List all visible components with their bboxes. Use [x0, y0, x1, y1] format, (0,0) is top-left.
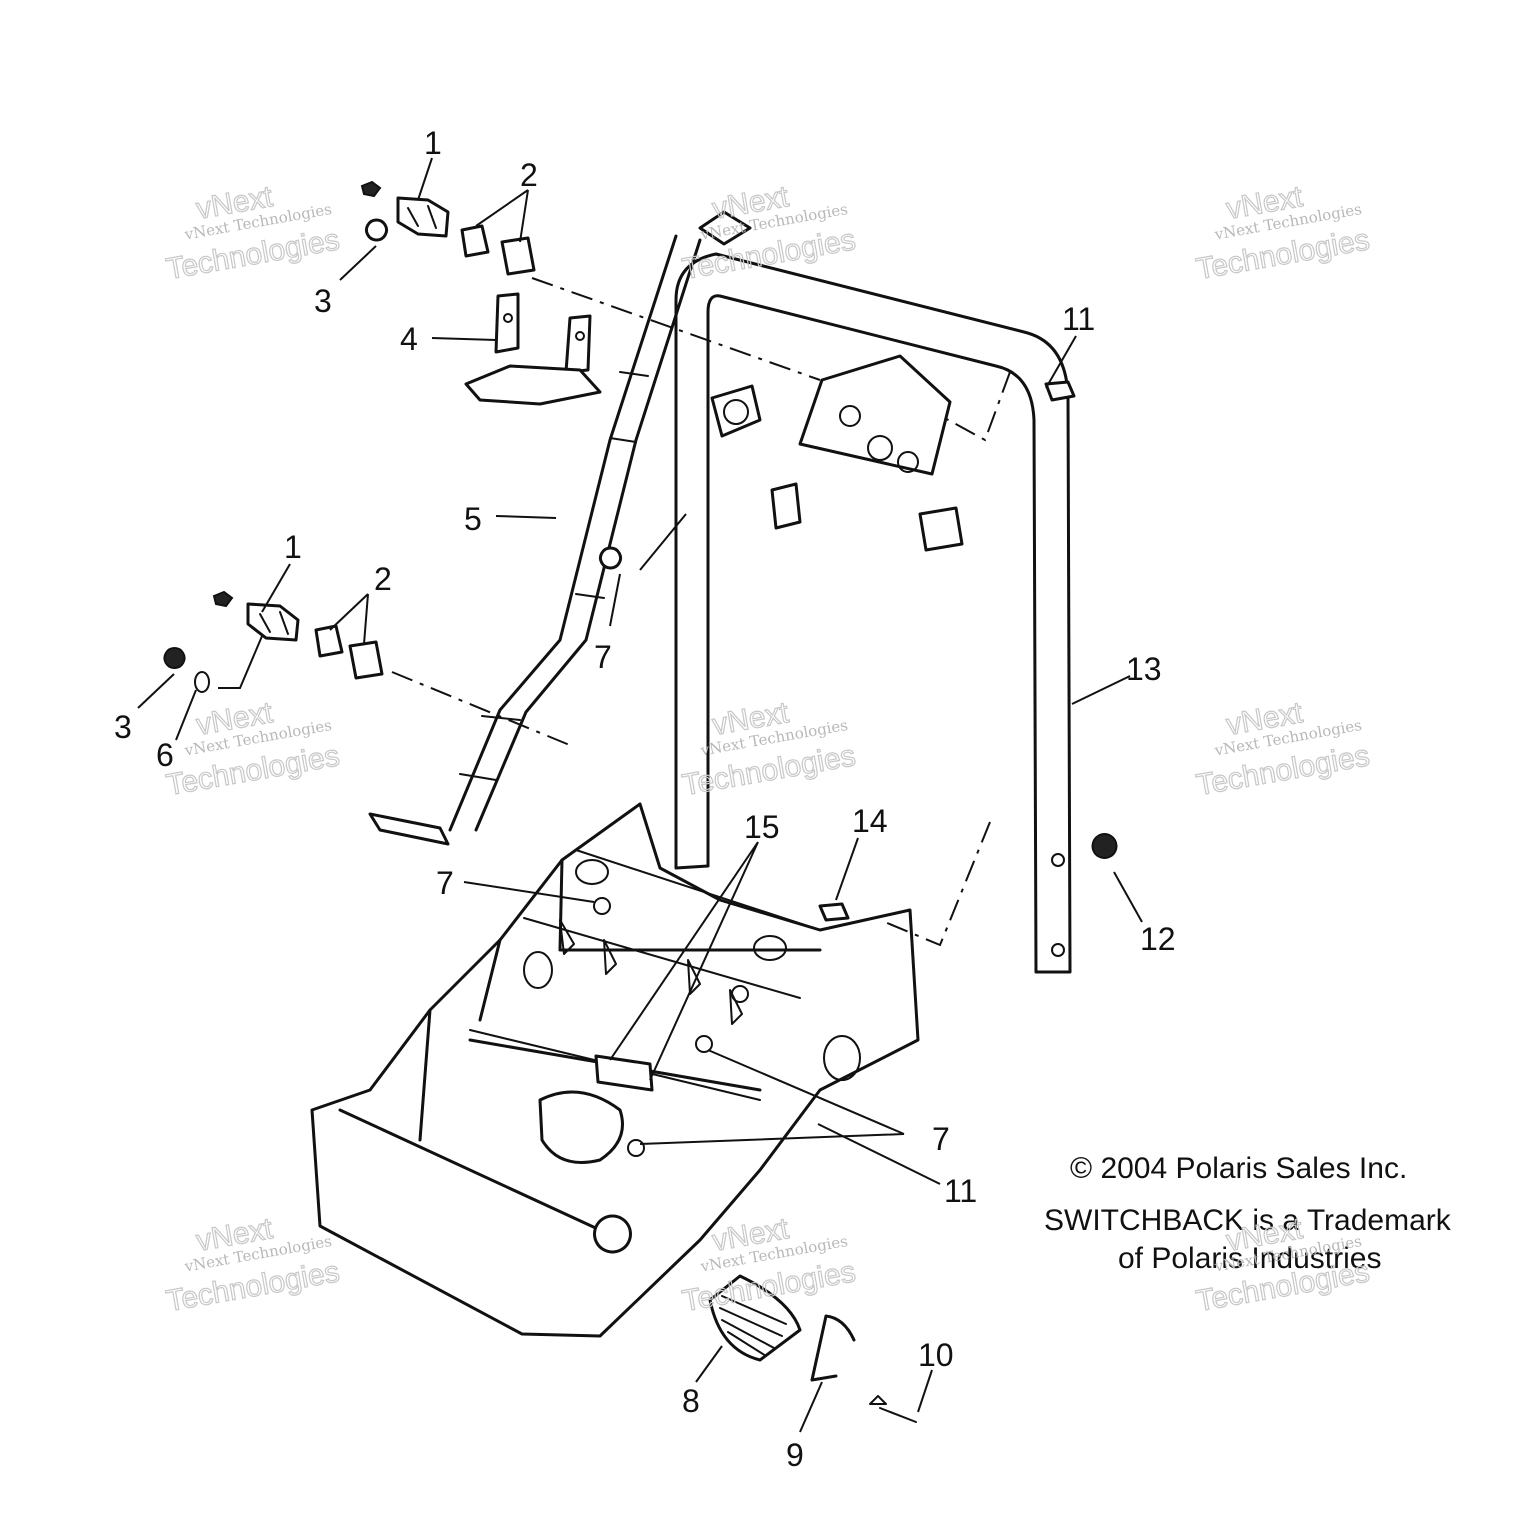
watermark-stamp: vNext vNext Technologies Technologies [679, 180, 858, 287]
callout-label: 14 [852, 803, 888, 839]
callout-label: 1 [424, 125, 442, 161]
trademark-owner-line: of Polaris Industries [1118, 1242, 1381, 1275]
callout-label: 2 [520, 157, 538, 193]
watermark-stamp: vNext vNext Technologies Technologies [679, 696, 858, 803]
assembly-lines [218, 277, 1011, 947]
watermark-stamp: vNext vNext Technologies Technologies [1193, 696, 1372, 803]
steering-bracket [464, 292, 602, 406]
steering-post [368, 210, 752, 846]
watermark-stamp: vNext vNext Technologies Technologies [163, 180, 342, 287]
callout-label: 9 [786, 1437, 804, 1473]
watermark: vNext vNext Technologies Technologies vN… [163, 180, 1372, 1319]
callout-label: 12 [1140, 921, 1176, 957]
steering-hoop [674, 252, 1072, 974]
watermark-stamp: vNext vNext Technologies Technologies [163, 1212, 342, 1319]
copyright-notice: © 2004 Polaris Sales Inc. SWITCHBACK is … [1044, 1152, 1452, 1275]
callout-label: 7 [594, 639, 612, 675]
callout-label: 15 [744, 809, 780, 845]
callout-numbers: 1 2 3 4 5 1 2 3 6 7 11 13 15 14 7 12 7 1… [114, 125, 1176, 1473]
grommet-strap-pin [708, 1274, 917, 1423]
upper-steering-clamp [360, 180, 536, 276]
callout-label: 8 [682, 1383, 700, 1419]
trademark-line: SWITCHBACK is a Trademark [1044, 1204, 1452, 1237]
watermark-stamp: vNext vNext Technologies Technologies [679, 1212, 858, 1319]
callout-label: 13 [1126, 651, 1162, 687]
callout-label: 1 [284, 529, 302, 565]
callout-label: 7 [436, 865, 454, 901]
callout-label: 11 [944, 1173, 977, 1209]
callout-label: 5 [464, 501, 482, 537]
leader-lines [137, 157, 1143, 1433]
copyright-line: © 2004 Polaris Sales Inc. [1070, 1152, 1407, 1185]
watermark-stamp: vNext vNext Technologies Technologies [163, 696, 342, 803]
callout-label: 4 [400, 321, 418, 357]
callout-label: 2 [374, 561, 392, 597]
callout-label: 3 [314, 283, 332, 319]
lower-steering-clamp [163, 590, 384, 693]
callout-label: 11 [1062, 301, 1095, 337]
callout-label: 6 [156, 737, 174, 773]
callout-label: 10 [918, 1337, 954, 1373]
chassis-bulkhead [310, 802, 920, 1338]
hardware [599, 380, 1118, 922]
callout-label: 3 [114, 709, 132, 745]
callout-label: 7 [932, 1121, 950, 1157]
watermark-stamp: vNext vNext Technologies Technologies [1193, 180, 1372, 287]
